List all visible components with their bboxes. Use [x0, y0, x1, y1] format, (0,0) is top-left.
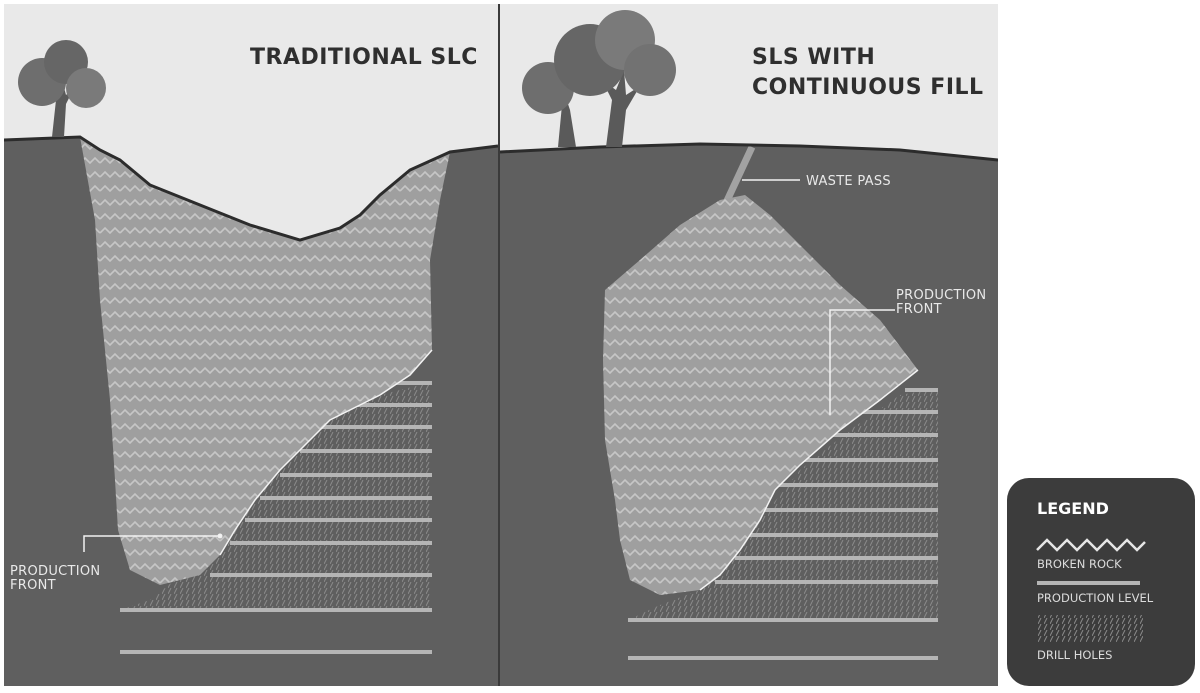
- waste-pass-label: WASTE PASS: [806, 174, 891, 189]
- legend-item-drill-holes: DRILL HOLES: [1037, 648, 1112, 662]
- right-production-levels: [628, 388, 938, 660]
- hatch-icon: [1037, 615, 1143, 642]
- right-production-front-edge: [699, 369, 919, 591]
- legend-title: LEGEND: [1037, 499, 1109, 518]
- left-production-front-label-1: PRODUCTION: [10, 564, 100, 579]
- right-panel-title-1: SLS WITH: [752, 45, 875, 70]
- legend: LEGEND BROKEN ROCK PRODUCTION LEVEL DRIL…: [1007, 478, 1195, 686]
- zigzag-icon: [1036, 538, 1146, 552]
- right-production-front-label-2: FRONT: [896, 302, 942, 317]
- legend-item-production-level: PRODUCTION LEVEL: [1037, 591, 1154, 605]
- left-tree-icon: [18, 40, 106, 137]
- right-panel: WASTE PASS PRODUCTION FRONT SLS WITH CON…: [500, 4, 998, 686]
- right-tree-icon: [522, 10, 676, 147]
- left-panel-title: TRADITIONAL SLC: [250, 45, 478, 70]
- right-panel-title-2: CONTINUOUS FILL: [752, 75, 984, 100]
- left-production-front-label-2: FRONT: [10, 578, 56, 593]
- left-production-levels: [120, 381, 432, 654]
- left-production-front-leader: [83, 535, 220, 552]
- legend-item-broken-rock: BROKEN ROCK: [1037, 557, 1122, 571]
- right-production-front-leader: [829, 309, 895, 415]
- left-surface-line: [4, 135, 498, 242]
- right-surface-line: [500, 142, 998, 162]
- right-waste-pass: [721, 145, 756, 207]
- right-production-front-label-1: PRODUCTION: [896, 288, 986, 303]
- right-drill-holes: [628, 388, 938, 620]
- left-panel: PRODUCTION FRONT TRADITIONAL SLC: [4, 4, 498, 686]
- left-production-front-edge: [219, 349, 433, 556]
